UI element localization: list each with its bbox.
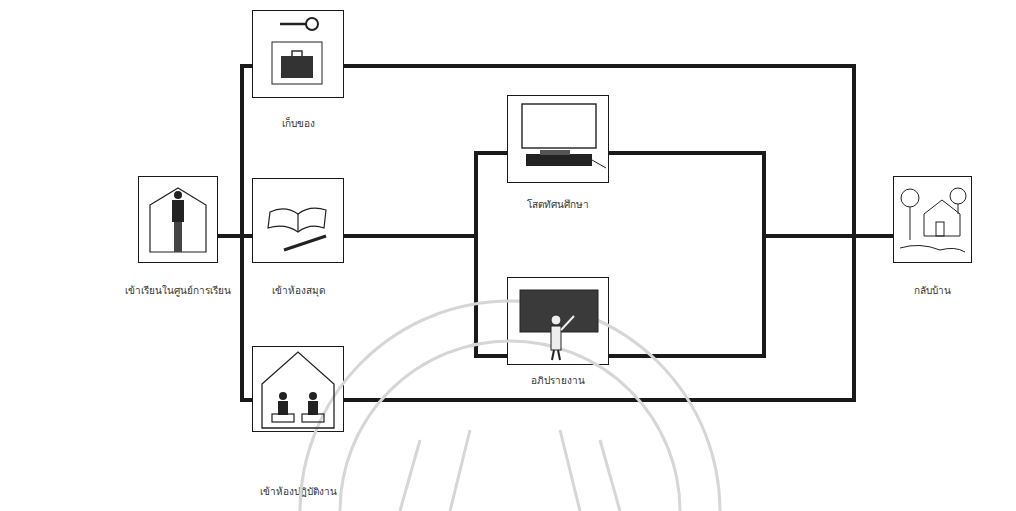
flow-line bbox=[609, 236, 893, 356]
book-icon bbox=[268, 208, 326, 250]
locker-box: เก็บของ bbox=[252, 10, 344, 98]
flow-line bbox=[609, 153, 893, 236]
entrance-icon bbox=[150, 188, 206, 252]
teacher-icon bbox=[520, 290, 598, 360]
audiovisual-box: โสตทัศนศึกษา bbox=[507, 95, 609, 183]
flow-line bbox=[218, 66, 252, 236]
flow-line bbox=[344, 236, 507, 356]
lecture-box: อภิปรายงาน bbox=[507, 277, 609, 365]
node-label: อภิปรายงาน bbox=[473, 374, 643, 387]
watermark-seal bbox=[300, 301, 720, 511]
node-label: โสตทัศนศึกษา bbox=[473, 198, 643, 211]
workshop-box: เข้าห้องปฏิบัติงาน bbox=[252, 346, 344, 432]
node-label: เข้าห้องสมุด bbox=[213, 284, 383, 297]
flow-line bbox=[344, 66, 893, 236]
node-label: เข้าเรียนในศูนย์การเรียน bbox=[93, 284, 263, 297]
node-label: เก็บของ bbox=[213, 117, 383, 130]
start-box: เข้าเรียนในศูนย์การเรียน bbox=[138, 176, 218, 263]
workshop-icon bbox=[262, 352, 334, 428]
flow-line bbox=[344, 153, 507, 236]
flow-line bbox=[218, 236, 252, 400]
node-label: เข้าห้องปฏิบัติงาน bbox=[213, 485, 383, 498]
node-label: กลับบ้าน bbox=[848, 284, 1016, 297]
home-icon bbox=[900, 188, 966, 252]
library-box: เข้าห้องสมุด bbox=[252, 178, 344, 263]
television-icon bbox=[522, 104, 606, 168]
locker-icon bbox=[272, 18, 322, 84]
end-box: กลับบ้าน bbox=[893, 176, 972, 263]
flow-line bbox=[344, 236, 893, 400]
